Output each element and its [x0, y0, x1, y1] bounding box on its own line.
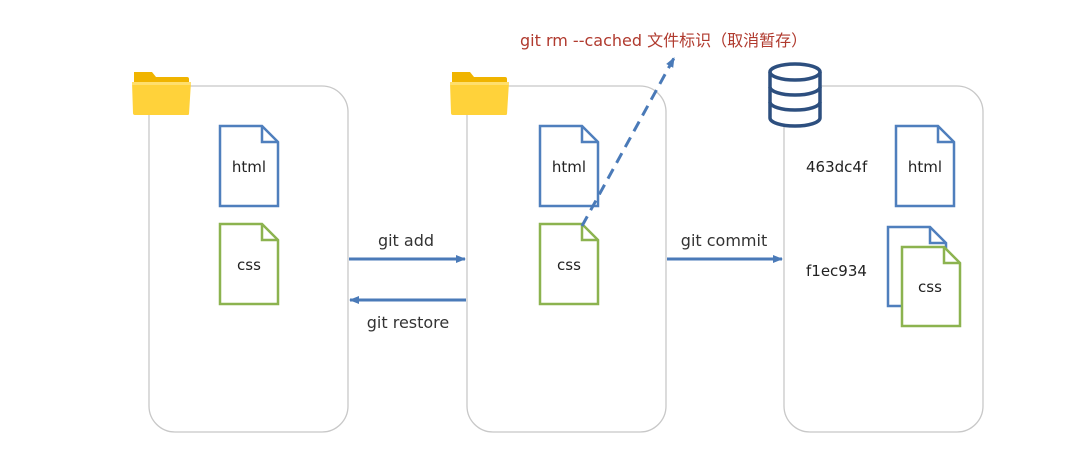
html-file-label: html [908, 158, 942, 176]
git-commit-label: git commit [681, 231, 767, 250]
html-file-icon: html [894, 124, 956, 208]
html-commit-hash: 463dc4f [806, 158, 868, 176]
folder-icon [450, 72, 509, 115]
git-rm-cached-label: git rm --cached 文件标识（取消暂存） [520, 31, 807, 50]
git-restore-label: git restore [367, 313, 450, 332]
git-rm-cached-arrow [580, 57, 676, 227]
css-file-icon: css [538, 222, 600, 306]
database-icon [768, 62, 822, 128]
git-add-label: git add [378, 231, 434, 250]
html-file-label: html [232, 158, 266, 176]
css-file-label: css [918, 278, 942, 296]
css-file-label: css [557, 256, 581, 274]
css-file-icon: css [900, 245, 962, 328]
folder-icon [132, 72, 191, 115]
html-file-icon: html [218, 124, 280, 208]
css-file-label: css [237, 256, 261, 274]
html-file-label: html [552, 158, 586, 176]
html-file-icon: html [538, 124, 600, 208]
css-file-icon: css [218, 222, 280, 306]
css-commit-hash: f1ec934 [806, 262, 867, 280]
